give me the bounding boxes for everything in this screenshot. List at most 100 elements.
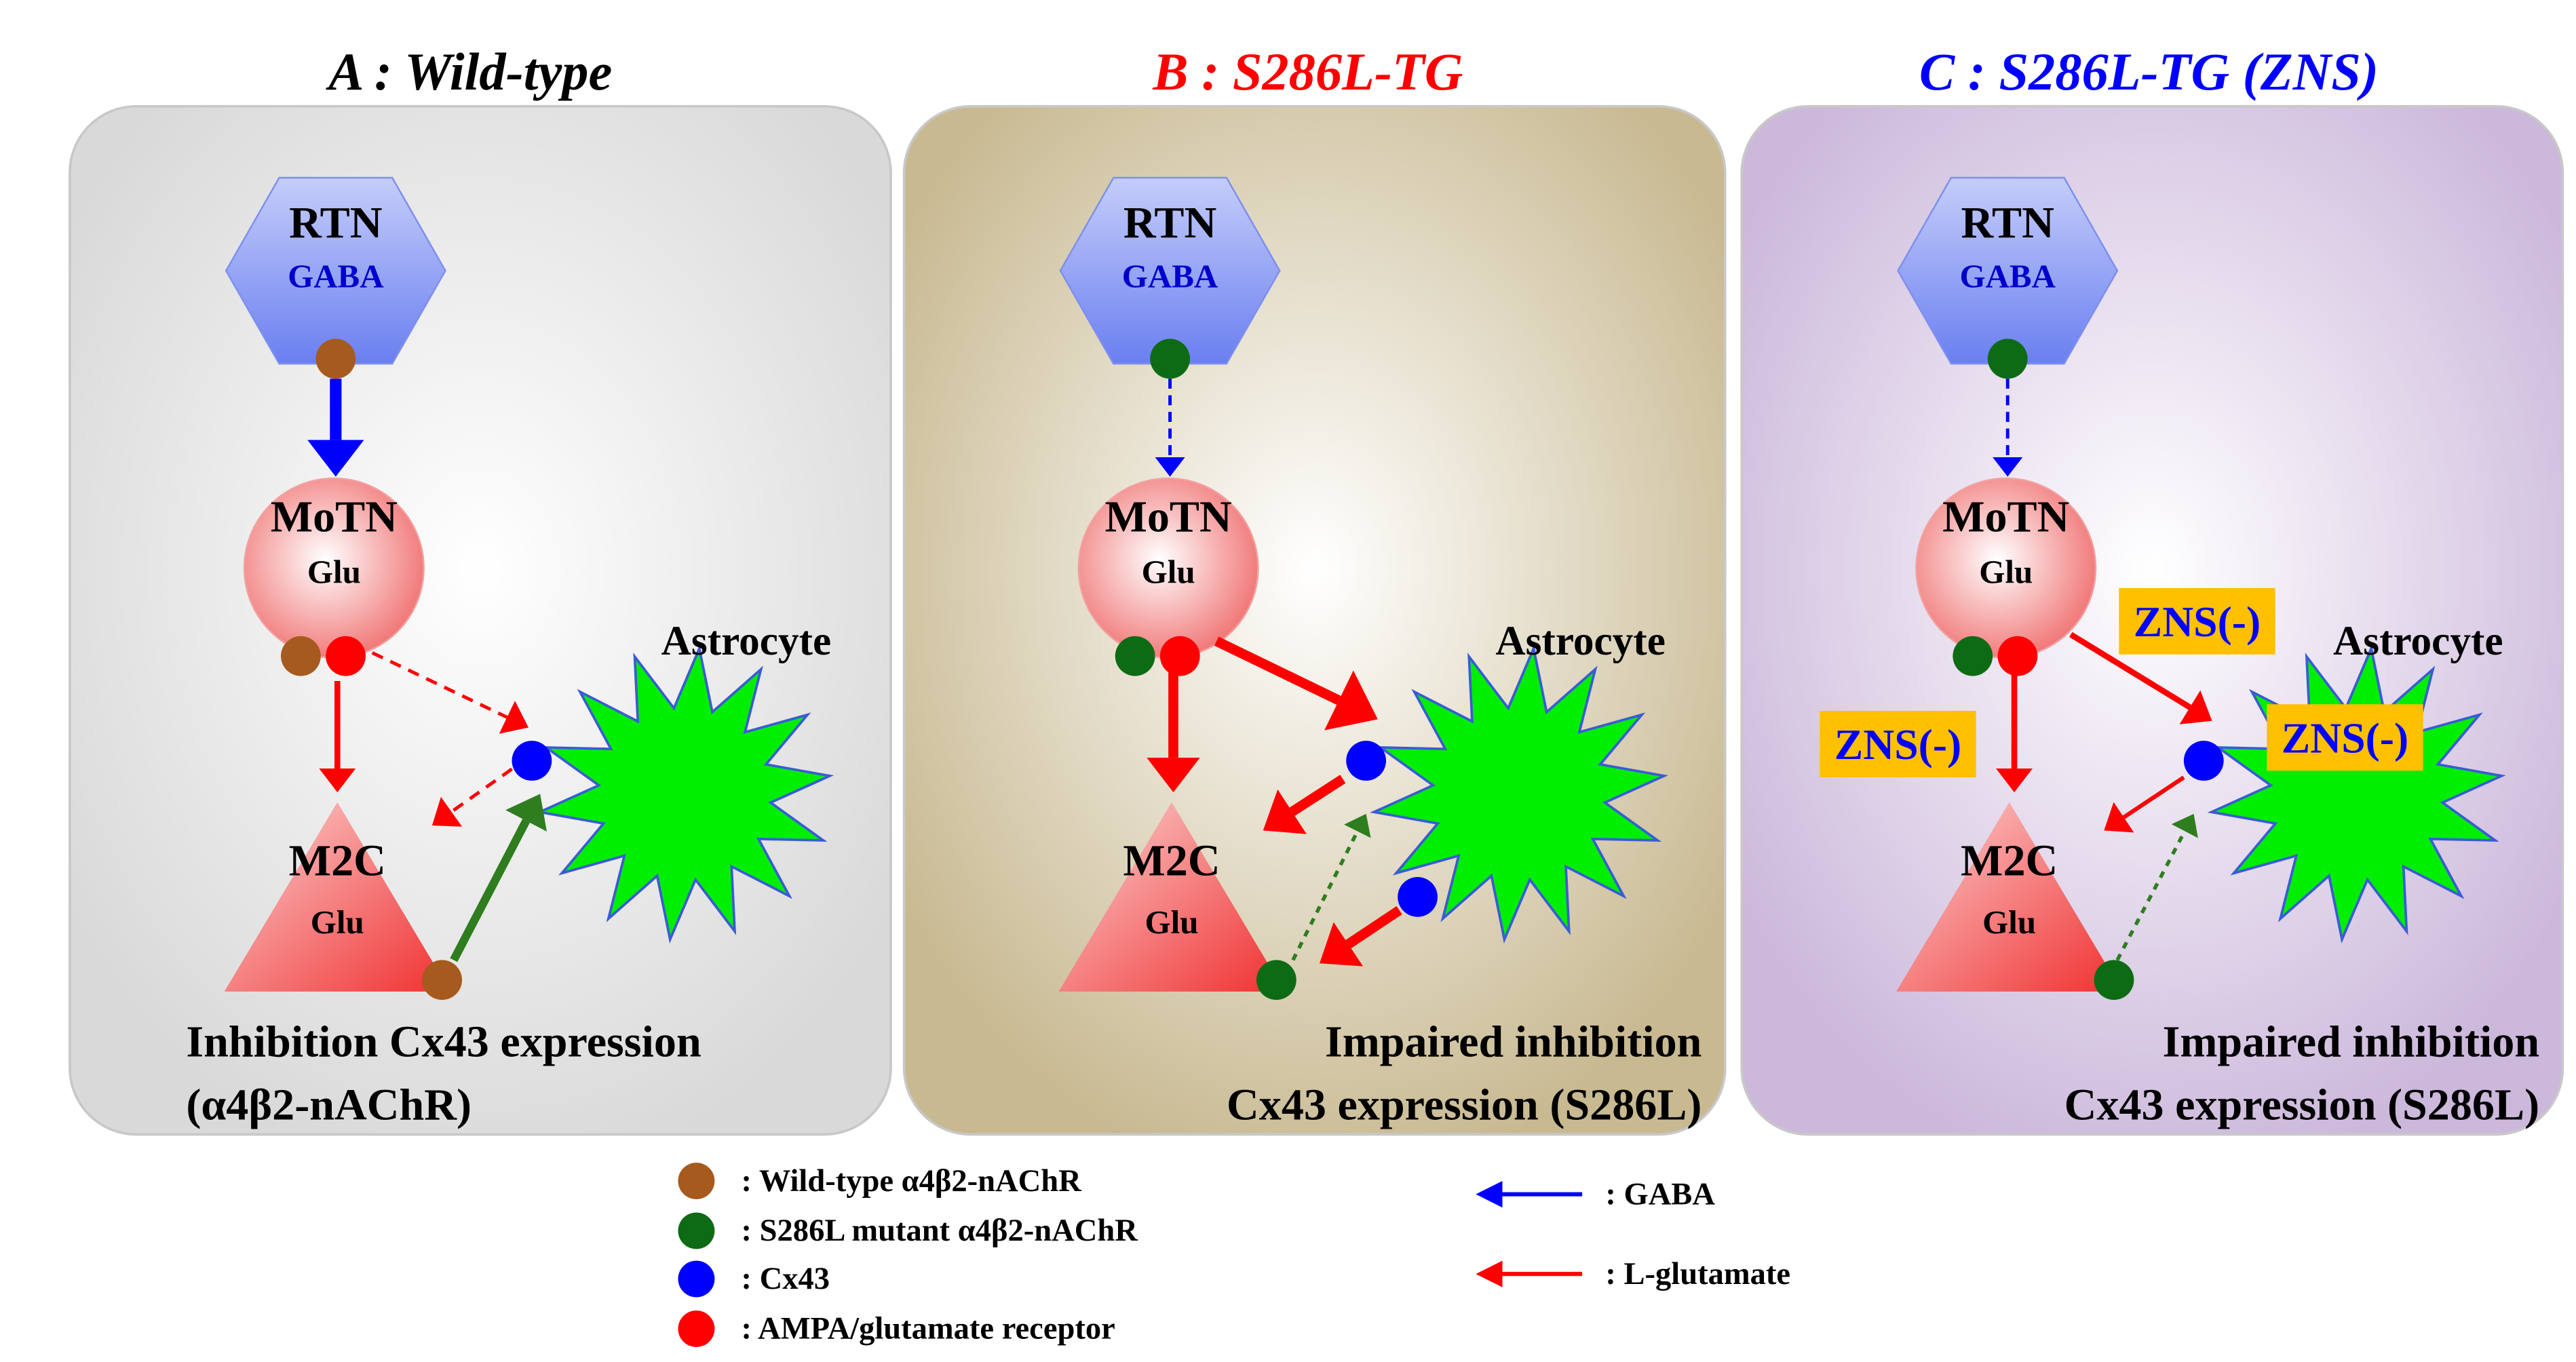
rtn-hexagon: [1897, 176, 2119, 365]
glutamate-arrow-motn-to-cx43: [371, 651, 528, 734]
zns-tag-label-1: ZNS(-): [2134, 598, 2261, 646]
m2c-node: M2C Glu: [1058, 802, 1285, 992]
rtn-hexagon: [225, 176, 446, 365]
cx43-dot: [2183, 741, 2224, 781]
m2c-label: M2C: [1123, 836, 1220, 886]
panel-a-caption-line1: Inhibition Cx43 expression: [186, 1017, 701, 1066]
glutamate-arrow-cx43b-to-m2c: [1320, 906, 1402, 967]
astrocyte-star: [535, 644, 834, 944]
rtn-label: RTN: [1123, 198, 1216, 248]
panel-b: B : S286L-TGRTNGABAMoTNGluM2CGluAstrocyt…: [902, 42, 1727, 1136]
zns-tag-label-3: ZNS(-): [2282, 714, 2408, 762]
m2c-triangle: [1058, 802, 1285, 992]
zns-tag-label-2: ZNS(-): [1834, 720, 1961, 768]
gaba-arrow-rtn-to-motn: [1155, 378, 1185, 477]
panel-b-dots: [1115, 338, 1438, 1000]
panel-c-caption-line1: Impaired inhibition: [2163, 1017, 2539, 1066]
astrocyte-label: Astrocyte: [2333, 618, 2503, 664]
legend-dot-ampa: [678, 1310, 715, 1347]
rtn-node: RTN GABA: [1897, 176, 2119, 365]
motn-node: MoTN Glu: [1915, 478, 2097, 659]
motn-label: MoTN: [271, 492, 398, 542]
glutamate-arrow-motn-to-cx43: [1214, 636, 1378, 731]
legend-item-cx43: : Cx43: [678, 1260, 830, 1298]
rtn-node: RTN GABA: [1059, 176, 1281, 365]
legend-dot-mutant: [678, 1212, 715, 1249]
panel-c-caption-line2: Cx43 expression (S286L): [2064, 1080, 2539, 1129]
m2c-label: M2C: [1961, 836, 2058, 886]
motn-nachr-dot: [1115, 636, 1155, 676]
cx43-dot-secondary: [1398, 876, 1438, 917]
cx43-dot: [1346, 741, 1387, 781]
panel-c-dots: [1953, 338, 2224, 1000]
motn-sublabel: Glu: [307, 553, 361, 591]
nachr-arrow-m2c-to-cx43: [2115, 813, 2198, 961]
panel-b-arrows: [1147, 378, 1402, 967]
legend: : Wild-type α4β2-nAChR : S286L mutant α4…: [678, 1163, 1790, 1347]
motn-sublabel: Glu: [1142, 553, 1195, 591]
legend-item-ampa: : AMPA/glutamate receptor: [678, 1310, 1115, 1347]
legend-arrow-gaba: : GABA: [1476, 1177, 1715, 1211]
legend-label-cx43: : Cx43: [742, 1262, 830, 1296]
panel-a-caption-line2: (α4β2-nAChR): [186, 1080, 472, 1129]
m2c-triangle: [224, 802, 450, 992]
motn-node: MoTN Glu: [243, 478, 425, 659]
rtn-sublabel: GABA: [1122, 258, 1218, 295]
astrocyte-label: Astrocyte: [661, 618, 831, 664]
motn-nachr-dot: [280, 636, 321, 676]
motn-ampa-dot: [1997, 636, 2038, 676]
nachr-arrow-m2c-to-cx43: [1291, 813, 1371, 961]
glutamate-arrow-motn-to-cx43: [2069, 631, 2212, 724]
glutamate-arrow-cx43-to-m2c: [431, 767, 513, 827]
legend-dot-cx43: [678, 1260, 715, 1298]
legend-label-ampa: : AMPA/glutamate receptor: [742, 1312, 1115, 1346]
m2c-nachr-dot: [1256, 960, 1296, 1000]
rtn-nachr-dot: [1150, 338, 1190, 379]
cx43-dot: [512, 741, 552, 781]
legend-arrow-glutamate: : L-glutamate: [1476, 1257, 1790, 1291]
rtn-sublabel: GABA: [1959, 258, 2056, 295]
zns-tag-1: ZNS(-): [2119, 587, 2275, 655]
motn-label: MoTN: [1104, 492, 1231, 542]
panel-b-title: B : S286L-TG: [1152, 42, 1463, 101]
nachr-arrow-m2c-to-cx43: [450, 794, 547, 962]
astrocyte-node: Astrocyte: [535, 618, 834, 944]
panel-a-arrows: [307, 378, 547, 962]
m2c-node: M2C Glu: [1896, 802, 2123, 992]
motn-label: MoTN: [1942, 492, 2069, 542]
legend-label-wildtype: : Wild-type α4β2-nAChR: [742, 1164, 1082, 1199]
motn-sublabel: Glu: [1979, 553, 2033, 591]
panel-c: C : S286L-TG (ZNS)RTNGABAMoTNGluM2CGluAs…: [1740, 42, 2564, 1136]
astrocyte-star: [1370, 644, 1669, 944]
motn-ampa-dot: [1159, 636, 1200, 676]
rtn-label: RTN: [289, 198, 382, 248]
rtn-hexagon: [1059, 176, 1281, 365]
m2c-nachr-dot: [422, 960, 463, 1000]
legend-label-glutamate: : L-glutamate: [1605, 1257, 1790, 1291]
glutamate-arrow-motn-to-m2c: [1996, 672, 2033, 793]
rtn-nachr-dot: [1987, 338, 2028, 379]
astrocyte-node: Astrocyte: [1370, 618, 1669, 944]
rtn-label: RTN: [1961, 198, 2054, 248]
glutamate-arrow-cx43-to-m2c: [1263, 775, 1346, 834]
astrocyte-label: Astrocyte: [1495, 618, 1665, 664]
panel-c-arrows: [1993, 378, 2212, 961]
gaba-arrow-rtn-to-motn: [307, 378, 364, 477]
m2c-label: M2C: [289, 836, 386, 886]
glutamate-arrow-motn-to-m2c: [319, 681, 356, 793]
panel-b-caption-line2: Cx43 expression (S286L): [1227, 1080, 1702, 1129]
legend-dot-wildtype: [678, 1163, 715, 1200]
m2c-sublabel: Glu: [1145, 903, 1199, 941]
legend-label-mutant: : S286L mutant α4β2-nAChR: [742, 1213, 1138, 1248]
motn-nachr-dot: [1953, 636, 1993, 676]
panel-a-title: A : Wild-type: [325, 42, 612, 101]
m2c-nachr-dot: [2094, 960, 2134, 1000]
glutamate-arrow-motn-to-m2c: [1147, 664, 1200, 793]
m2c-triangle: [1896, 802, 2123, 992]
rtn-nachr-dot: [315, 338, 356, 379]
gaba-arrow-rtn-to-motn: [1993, 378, 2023, 477]
m2c-sublabel: Glu: [1982, 903, 2036, 941]
